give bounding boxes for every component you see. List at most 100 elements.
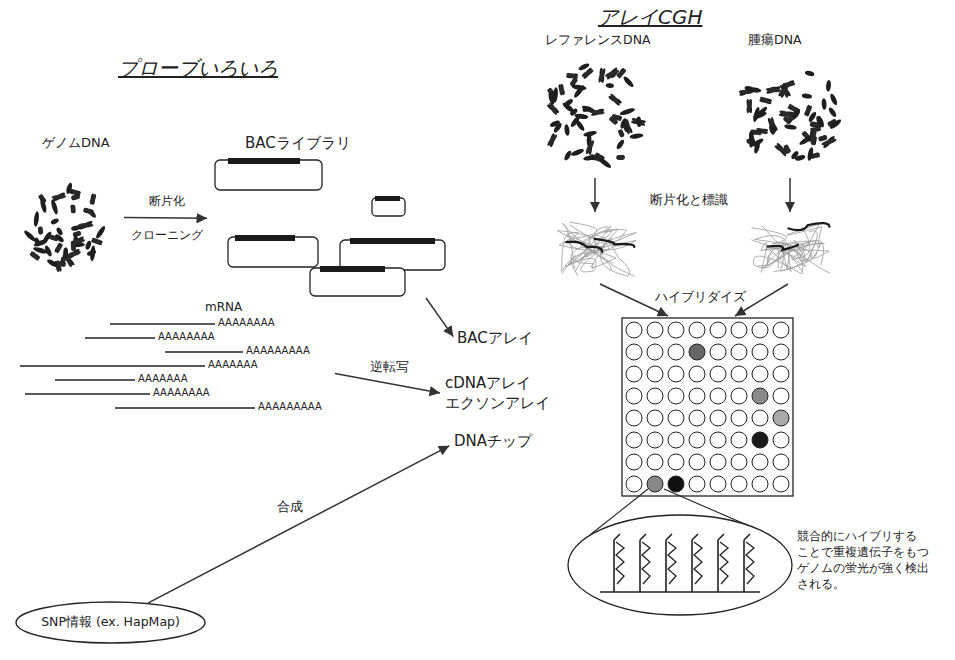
labeled-fragment xyxy=(789,223,830,230)
connector-arrow xyxy=(124,217,207,219)
array-spot xyxy=(626,366,642,382)
array-spot xyxy=(689,322,705,338)
chromosome xyxy=(91,236,103,246)
chromosome xyxy=(573,84,586,99)
chromosome xyxy=(826,80,832,92)
chromosome-cluster xyxy=(546,62,646,169)
probe xyxy=(613,540,615,592)
chromosome xyxy=(621,119,634,134)
probe xyxy=(717,540,719,592)
chromosome xyxy=(608,116,618,124)
chromosome xyxy=(766,87,782,93)
array-spot xyxy=(773,344,789,360)
chromosome xyxy=(744,85,755,92)
chromosome xyxy=(759,95,772,105)
chromosome xyxy=(95,225,107,240)
array-spot xyxy=(752,366,768,382)
polya-tail: AAAAAAAA xyxy=(218,317,275,329)
chromosome xyxy=(807,147,815,162)
chromosome xyxy=(88,193,97,205)
node-label: mRNA xyxy=(205,300,242,314)
chromosome xyxy=(604,69,620,79)
polya-tail: AAAAAAAAA xyxy=(246,345,310,357)
chromosome xyxy=(818,134,828,143)
chromosome xyxy=(790,150,800,160)
chromosome xyxy=(617,129,625,138)
array-spot xyxy=(647,454,663,470)
chromosome xyxy=(37,226,44,235)
microarray-slide xyxy=(622,318,793,496)
chromosome xyxy=(51,194,66,200)
array-spot xyxy=(626,476,642,492)
chromosome xyxy=(597,68,607,84)
chromosome xyxy=(30,250,40,261)
bac-clone xyxy=(228,237,318,267)
chromosome xyxy=(73,232,82,237)
array-spot xyxy=(752,432,768,448)
array-spot xyxy=(773,366,789,382)
chromosome xyxy=(70,204,76,213)
array-spot xyxy=(731,454,747,470)
chromosome xyxy=(70,204,77,214)
node-label: SNP情報 (ex. HapMap) xyxy=(41,614,180,630)
chromosome xyxy=(38,226,44,235)
chromosome xyxy=(807,111,817,123)
bac-array-item: BACアレイ xyxy=(455,327,535,351)
chromosome xyxy=(548,101,559,116)
sample-label: 腫瘍DNA xyxy=(748,32,802,48)
insert-bar xyxy=(375,196,400,201)
chromosome xyxy=(784,124,797,131)
chromosome xyxy=(809,131,818,145)
chromosome xyxy=(71,195,80,200)
probe-tip xyxy=(666,534,672,540)
probe xyxy=(665,540,667,592)
microarray-spots xyxy=(626,322,789,492)
polya-tail: AAAAAAA xyxy=(138,373,188,385)
array-spot xyxy=(752,410,768,426)
spot-surface xyxy=(600,591,760,592)
chromosome xyxy=(44,245,53,258)
chromosome xyxy=(616,154,625,160)
chromosome xyxy=(70,242,77,252)
step-label: ハイブリダイズ xyxy=(655,289,746,305)
chromosome xyxy=(563,150,573,162)
chromosome xyxy=(583,155,596,162)
array-spot xyxy=(773,432,789,448)
array-spot xyxy=(647,322,663,338)
chromosome xyxy=(574,113,589,120)
array-spot xyxy=(626,410,642,426)
chromosome xyxy=(821,98,827,110)
array-spot xyxy=(626,388,642,404)
array-spot xyxy=(689,476,705,492)
mrna-group: mRNAAAAAAAAAAAAAAAAAAAAAAAAAAAAAAAAAAAAA… xyxy=(15,298,335,424)
bac-library-group: BACライブラリ xyxy=(210,132,450,298)
array-spot xyxy=(626,344,642,360)
array-spot xyxy=(647,388,663,404)
dna-fragment xyxy=(753,242,830,274)
array-spot xyxy=(668,388,684,404)
dna-fragment xyxy=(562,227,616,271)
array-spot xyxy=(752,322,768,338)
chromosome xyxy=(546,133,558,147)
connector-arrow xyxy=(335,374,440,393)
chromosome xyxy=(33,211,40,227)
chromosome xyxy=(618,129,623,138)
labeled-fragment xyxy=(595,239,635,247)
array-spot xyxy=(689,432,705,448)
probe-strands xyxy=(614,534,754,592)
array-spot xyxy=(668,432,684,448)
array-spot xyxy=(773,322,789,338)
chromosome xyxy=(570,148,585,157)
bac-clone xyxy=(215,160,322,190)
insert-bar xyxy=(320,266,385,272)
probe-tip xyxy=(614,534,620,540)
dna-chip-item: DNAチップ xyxy=(452,430,535,454)
edge-label: 合成 xyxy=(275,499,305,515)
chromosome xyxy=(564,124,570,136)
array-spot xyxy=(731,322,747,338)
chromosome xyxy=(804,70,815,77)
hybridized-strand xyxy=(720,542,728,584)
chromosome xyxy=(609,93,621,107)
chromosome xyxy=(33,237,41,247)
chromosome xyxy=(563,98,574,108)
